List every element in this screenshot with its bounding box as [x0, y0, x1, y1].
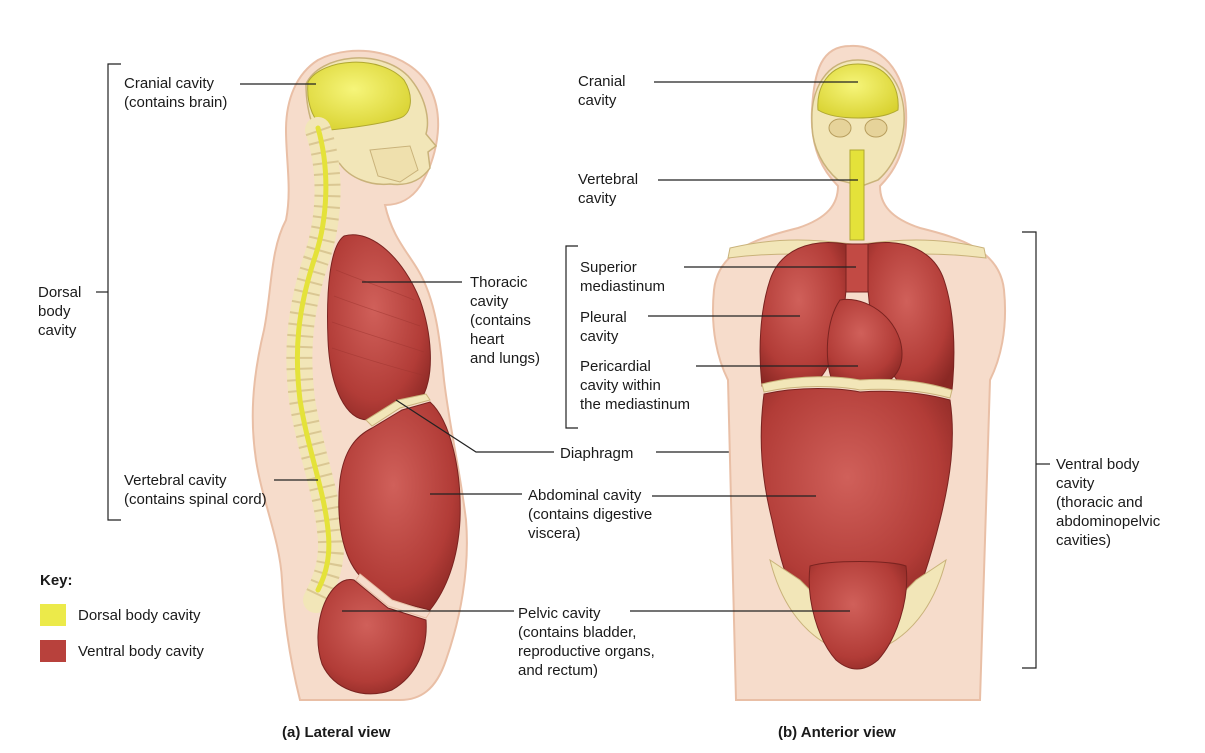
caption-anterior-view: (b) Anterior view [778, 724, 896, 741]
label-pericardial-cavity: Pericardial cavity within the mediastinu… [580, 358, 691, 413]
label-pleural-cavity: Pleural cavity [580, 309, 627, 345]
key-dorsal-swatch [40, 604, 66, 626]
lateral-diaphragm [365, 393, 431, 427]
lateral-vertebral-cavity [294, 125, 332, 593]
label-dorsal-body-cavity: Dorsal body cavity [38, 284, 82, 339]
key-ventral-swatch [40, 640, 66, 662]
key-title: Key: [40, 572, 73, 589]
anterior-diaphragm [761, 376, 953, 399]
label-anterior-cranial-cavity: Cranial cavity [578, 73, 626, 109]
lateral-pelvic-cavity [317, 579, 427, 695]
anterior-superior-mediastinum [845, 243, 869, 293]
label-abdominal-cavity: Abdominal cavity (contains digestive vis… [528, 487, 653, 542]
label-lateral-cranial-cavity: Cranial cavity (contains brain) [124, 75, 228, 111]
label-superior-mediastinum: Superior mediastinum [580, 259, 666, 295]
label-thoracic-cavity: Thoracic cavity (contains heart and lung… [470, 274, 541, 367]
lateral-abdominal-cavity [338, 401, 461, 611]
anterior-cranial-cavity [817, 63, 899, 119]
label-lateral-vertebral-cavity: Vertebral cavity (contains spinal cord) [124, 472, 267, 508]
anterior-abdominal-cavity [760, 388, 953, 611]
caption-lateral-view: (a) Lateral view [282, 724, 391, 741]
label-diaphragm: Diaphragm [560, 445, 634, 462]
key-ventral-label: Ventral body cavity [78, 643, 204, 660]
lateral-leader-lines [96, 63, 839, 612]
anterior-vertebral-cavity [849, 149, 865, 241]
label-pelvic-cavity: Pelvic cavity (contains bladder, reprodu… [518, 605, 655, 679]
anterior-leader-lines [565, 81, 1050, 669]
anterior-pelvic-cavity [808, 561, 908, 670]
anterior-body-figure [711, 44, 1007, 701]
key-dorsal-label: Dorsal body cavity [78, 607, 201, 624]
label-ventral-body-cavity: Ventral body cavity (thoracic and abdomi… [1056, 456, 1161, 549]
label-anterior-vertebral-cavity: Vertebral cavity [578, 171, 639, 207]
anterior-pericardial-cavity [826, 298, 903, 385]
lateral-thoracic-cavity [327, 234, 431, 421]
lateral-body-figure [251, 49, 468, 701]
